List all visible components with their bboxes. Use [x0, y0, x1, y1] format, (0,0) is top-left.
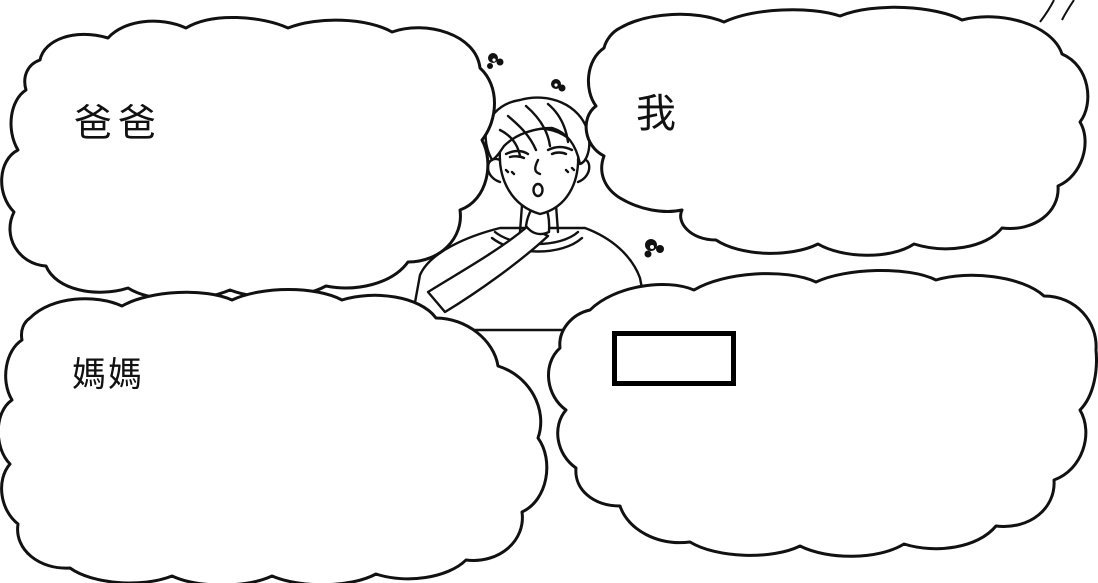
thought-cloud-me [584, 5, 1090, 257]
corner-scribble [1039, 0, 1075, 23]
cloud-label-dad: 爸爸 [74, 101, 163, 145]
cloud-label-mom: 媽媽 [72, 355, 144, 395]
thought-cloud-dad [0, 15, 496, 302]
thinking-boy-illustration [408, 96, 652, 332]
cloud-label-me: 我 [636, 91, 682, 137]
blank-label-box[interactable] [612, 331, 736, 386]
thought-cloud-mom [0, 288, 549, 583]
thought-cloud-blank [547, 269, 1098, 558]
